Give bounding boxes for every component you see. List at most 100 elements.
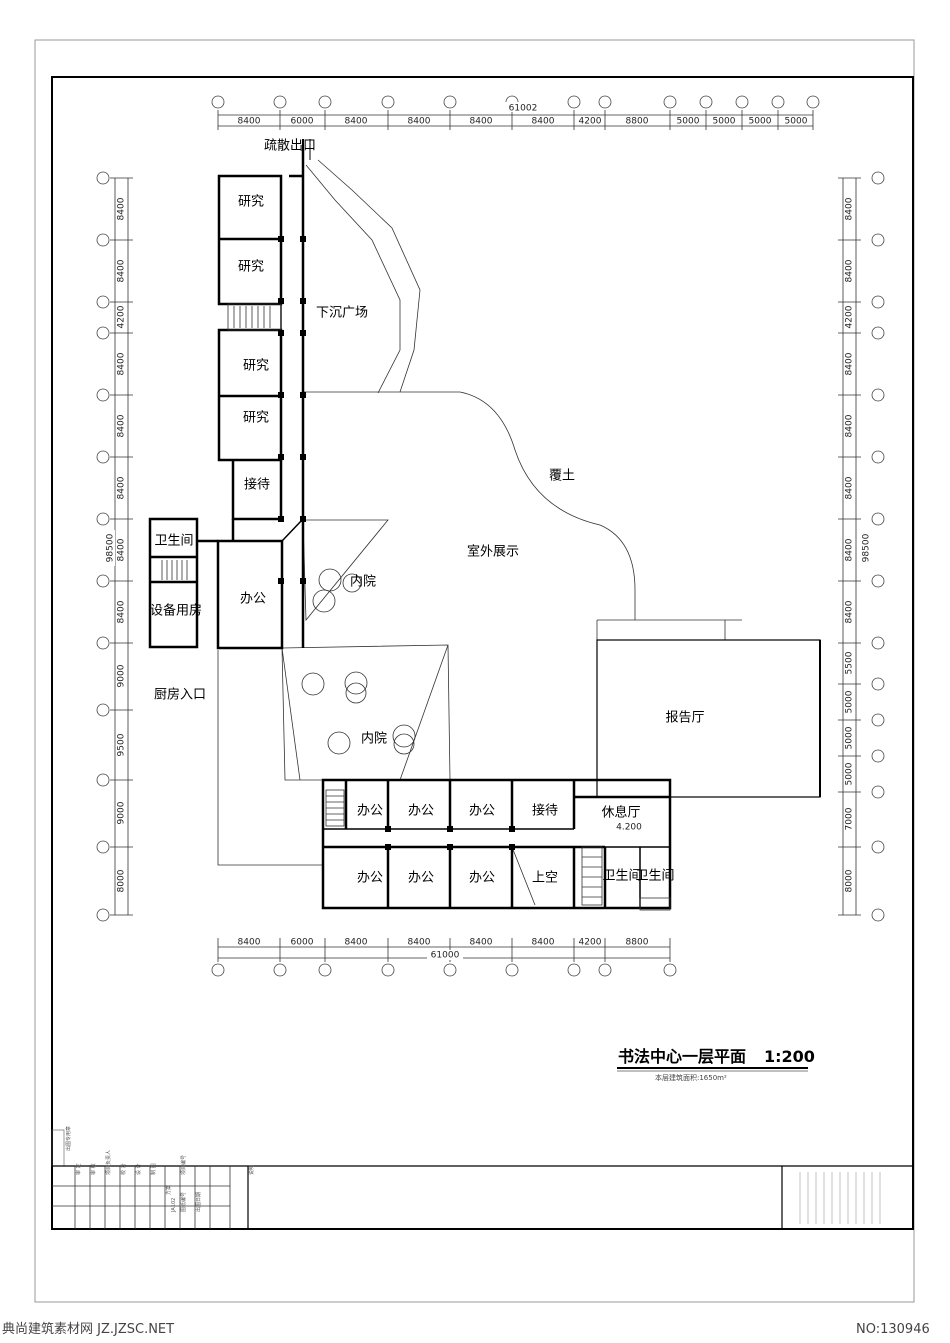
tb-phase: 方案 <box>165 1185 172 1195</box>
left-dim-8: 8400 <box>117 600 127 623</box>
left-dim-12: 8000 <box>117 869 127 892</box>
bottom-dim-3: 8400 <box>345 938 368 948</box>
right-dim-6: 8400 <box>845 476 855 499</box>
tb-approve: 审 定 <box>75 1163 82 1175</box>
top-dim-9: 5000 <box>677 117 700 127</box>
drawing-title: 书法中心一层平面 <box>618 1047 746 1066</box>
sheet-title-block: 出图专用章 审 定 审 核 项目负责人 校 对 设 计 制 图 项目编号 JA1… <box>51 1126 913 1229</box>
tb-lead: 项目负责人 <box>105 1150 112 1175</box>
left-dim-5: 8400 <box>117 414 127 437</box>
building-west-wing <box>148 139 311 650</box>
label-courtyard-1: 内院 <box>350 574 376 590</box>
bottom-dim-6: 8400 <box>532 938 555 948</box>
left-dim-7: 8400 <box>117 538 127 561</box>
right-dim-9: 5500 <box>845 651 855 674</box>
right-dim-12: 5000 <box>845 762 855 785</box>
left-dim-9: 9000 <box>117 664 127 687</box>
stamp-label: 出图专用章 <box>65 1126 72 1151</box>
room-reception-west: 接待 <box>244 477 270 493</box>
left-dim-3: 4200 <box>117 305 127 328</box>
lecture-hall-block <box>596 639 821 798</box>
room-research-4: 研究 <box>243 411 269 426</box>
tb-notes-label: 说明 <box>248 1165 255 1175</box>
left-total-dim: 98500 <box>106 533 116 562</box>
footer-number: NO:130946 <box>856 1322 930 1337</box>
room-lounge: 休息厅 <box>601 805 640 821</box>
left-dimension-chain: 8400 8400 4200 8400 8400 8400 8400 8400 … <box>96 171 133 922</box>
right-dimension-chain: 8400 8400 4200 8400 8400 8400 8400 8400 … <box>838 171 885 922</box>
tb-review: 审 核 <box>90 1163 97 1175</box>
tb-check: 校 对 <box>120 1163 127 1175</box>
top-dim-11: 5000 <box>749 117 772 127</box>
label-outdoor-exhibit: 室外展示 <box>467 544 519 560</box>
room-equipment: 设备用房 <box>150 603 202 619</box>
room-lecture-hall: 报告厅 <box>665 711 704 726</box>
room-office-b5: 办公 <box>408 871 434 886</box>
label-kitchen-entrance: 厨房入口 <box>154 687 206 703</box>
left-dim-10: 9500 <box>117 733 127 756</box>
top-dim-12: 5000 <box>785 117 808 127</box>
room-office-b1: 办公 <box>357 804 383 819</box>
drawing-scale: 1:200 <box>764 1047 815 1066</box>
right-total-dim: 98500 <box>862 533 872 562</box>
building-south-wing <box>321 778 672 911</box>
room-office-b3: 办公 <box>469 804 495 819</box>
drawing-title-block: 书法中心一层平面 1:200 本层建筑面积:1650m² <box>617 1047 815 1082</box>
bottom-dim-4: 8400 <box>408 938 431 948</box>
bottom-dim-8: 8800 <box>626 938 649 948</box>
right-dim-4: 8400 <box>845 352 855 375</box>
left-dim-1: 8400 <box>117 197 127 220</box>
top-dim-6: 8400 <box>532 117 555 127</box>
right-dim-2: 8400 <box>845 259 855 282</box>
right-dim-5: 8400 <box>845 414 855 437</box>
right-dim-13: 7000 <box>845 807 855 830</box>
tb-drawing-no-label: 图纸编号 <box>180 1192 187 1212</box>
top-dim-10: 5000 <box>713 117 736 127</box>
label-sunken-plaza: 下沉广场 <box>316 306 368 321</box>
top-dim-2: 6000 <box>291 117 314 127</box>
landscape-outlines <box>217 159 742 866</box>
label-covered-soil: 覆土 <box>549 469 575 484</box>
area-note: 本层建筑面积:1650m² <box>655 1073 727 1082</box>
room-void: 上空 <box>532 871 558 886</box>
bottom-dim-2: 6000 <box>291 938 314 948</box>
room-reception-south: 接待 <box>532 803 558 819</box>
room-research-2: 研究 <box>238 260 264 275</box>
left-dim-6: 8400 <box>117 476 127 499</box>
top-dim-8: 8800 <box>626 117 649 127</box>
right-dim-1: 8400 <box>845 197 855 220</box>
top-dim-7: 4200 <box>579 117 602 127</box>
lounge-level: 4.200 <box>616 823 642 833</box>
top-dim-4: 8400 <box>408 117 431 127</box>
right-dim-14: 8000 <box>845 869 855 892</box>
room-office-b2: 办公 <box>408 804 434 819</box>
label-evacuation-exit: 疏散出口 <box>264 139 316 154</box>
top-dim-3: 8400 <box>345 117 368 127</box>
room-research-1: 研究 <box>238 195 264 210</box>
right-dim-7: 8400 <box>845 538 855 561</box>
room-research-3: 研究 <box>243 359 269 374</box>
left-dim-11: 9000 <box>117 801 127 824</box>
tb-drawing-no: JA102 <box>171 1198 177 1213</box>
room-office-b6: 办公 <box>469 871 495 886</box>
bottom-dim-7: 4200 <box>579 938 602 948</box>
left-dim-2: 8400 <box>117 259 127 282</box>
bottom-dimension-chain: 8400 6000 8400 8400 8400 8400 4200 8800 … <box>211 938 677 977</box>
top-dim-1: 8400 <box>238 117 261 127</box>
right-dim-3: 4200 <box>845 305 855 328</box>
tb-draw: 制 图 <box>150 1163 157 1175</box>
bottom-total-dim: 61000 <box>431 951 460 961</box>
room-toilet-west: 卫生间 <box>154 534 193 549</box>
room-toilet-south-1: 卫生间 <box>602 869 641 884</box>
label-courtyard-2: 内院 <box>361 731 387 747</box>
tb-design: 设 计 <box>135 1163 142 1175</box>
tb-date-label: 出图日期 <box>195 1192 202 1212</box>
tb-project-no-label: 项目编号 <box>180 1155 187 1175</box>
room-office-b4: 办公 <box>357 871 383 886</box>
top-total-dim: 61002 <box>509 104 538 114</box>
right-dim-11: 5000 <box>845 726 855 749</box>
top-dim-5: 8400 <box>470 117 493 127</box>
sheet-border-outer <box>34 39 915 1303</box>
sheet-border-inner <box>51 76 914 1230</box>
